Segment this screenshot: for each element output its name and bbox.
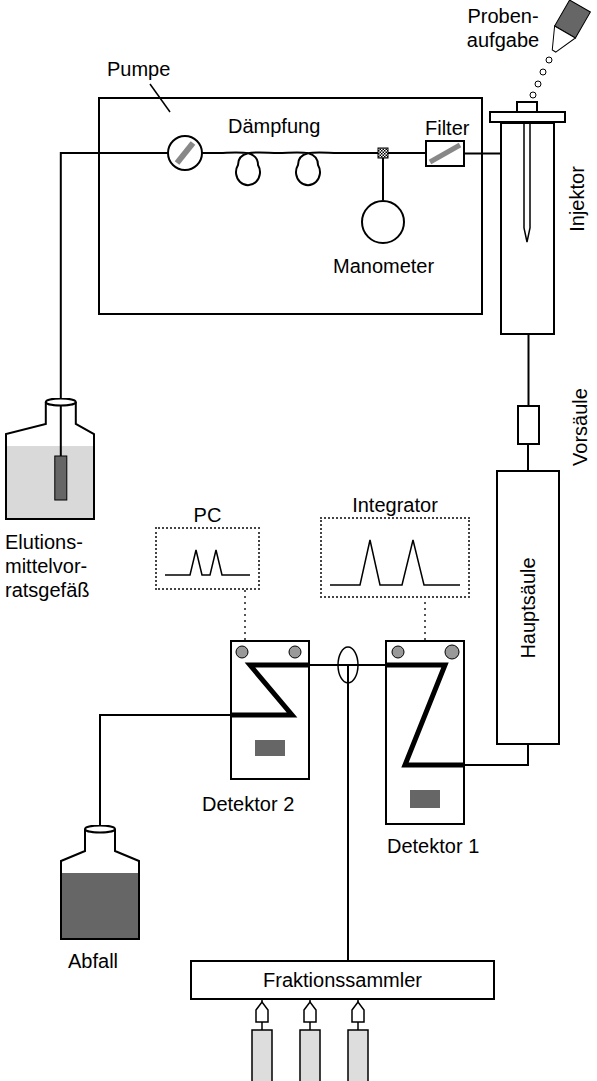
damping-label: Dämpfung xyxy=(228,114,320,138)
injector-body: Injektor xyxy=(500,122,555,335)
label-box: Integrator xyxy=(322,493,468,517)
label-box: Elutions- mittelvor- ratsgefäß xyxy=(5,530,105,602)
injector-cap xyxy=(490,112,565,122)
label-box: Detektor 1 xyxy=(387,834,479,858)
node-label: Injektor xyxy=(566,166,588,232)
bottle-mouth xyxy=(85,826,115,833)
label-box: Pumpe xyxy=(107,57,170,81)
node-label: Integrator xyxy=(352,494,438,516)
drop xyxy=(540,69,546,75)
label-box: Manometer xyxy=(333,254,434,278)
label-box: Hauptsäule xyxy=(516,557,540,658)
capillary-tube xyxy=(528,335,530,405)
filter-element xyxy=(430,145,460,162)
test-tubes xyxy=(252,1000,368,1081)
label-box: Detektor 2 xyxy=(202,792,294,816)
liquid xyxy=(61,873,139,939)
flow-cell xyxy=(385,665,465,765)
bottle-body xyxy=(61,829,139,939)
label-box: Vorsäule xyxy=(568,388,592,466)
sample-inlet-label: Proben- aufgabe xyxy=(458,4,548,52)
damping-coil xyxy=(215,152,378,185)
injector-port xyxy=(517,102,537,112)
node-label: Detektor 2 xyxy=(202,793,294,815)
detector-box: Detektor 2 xyxy=(230,640,310,780)
node-label: Hauptsäule xyxy=(517,557,539,658)
drop xyxy=(546,57,552,63)
waste-bottle: Abfall xyxy=(60,825,140,940)
capillary-tube xyxy=(527,445,529,470)
node-label: PC xyxy=(194,504,222,526)
node-label: Abfall xyxy=(68,950,118,972)
bottle-outline xyxy=(5,398,95,520)
annotation: Dämpfung xyxy=(228,115,320,137)
t-piece xyxy=(378,148,388,158)
knob xyxy=(236,646,248,658)
eluent-bottle: Elutions- mittelvor- ratsgefäß xyxy=(5,398,95,520)
valve-stripe xyxy=(177,143,193,163)
capillary-tube xyxy=(465,745,528,765)
chromatogram xyxy=(165,550,250,575)
node-label: Filter xyxy=(425,117,469,139)
tube xyxy=(98,152,168,154)
pipette xyxy=(544,0,591,57)
label-box: Injektor xyxy=(565,166,589,232)
drop xyxy=(530,92,536,98)
node-label: Manometer xyxy=(333,255,434,277)
detector-box: Detektor 1 xyxy=(385,640,465,825)
signal-cable xyxy=(244,590,246,640)
capillary-tube xyxy=(348,665,385,960)
flow-cell xyxy=(230,665,310,715)
pc-box: PC xyxy=(155,527,260,590)
node-label: Vorsäule xyxy=(569,388,591,466)
bottle-body xyxy=(6,402,94,519)
tube xyxy=(388,152,425,154)
capillary-tube xyxy=(61,153,98,398)
tube xyxy=(202,152,215,154)
label-box: Abfall xyxy=(68,949,118,973)
label-box: Fraktionssammler xyxy=(192,962,493,998)
bottle-mouth xyxy=(46,399,76,406)
liquid xyxy=(6,446,94,519)
knob xyxy=(289,646,301,658)
suction-filter xyxy=(55,456,67,500)
label-box: PC xyxy=(157,503,258,527)
chromatogram xyxy=(330,540,460,585)
fraction-collector: Fraktionssammler xyxy=(190,960,495,1000)
node-label: Pumpe xyxy=(107,58,170,80)
integrator-box: Integrator xyxy=(320,517,470,598)
node-label: Fraktionssammler xyxy=(263,968,422,992)
signal-cable xyxy=(424,598,426,640)
node-label: Detektor 1 xyxy=(387,835,479,857)
manometer-gauge: Manometer xyxy=(361,200,405,244)
tube xyxy=(382,158,384,200)
bottle-outline xyxy=(60,825,140,940)
pump-valve xyxy=(168,136,202,170)
dip-tube xyxy=(60,398,62,456)
label-box: Filter xyxy=(425,116,469,140)
precolumn: Vorsäule xyxy=(517,405,540,445)
injector-needle xyxy=(524,122,530,242)
node-label: Elutions- mittelvor- ratsgefäß xyxy=(5,531,89,601)
filter-box: Filter xyxy=(425,140,465,167)
display xyxy=(410,790,440,808)
annotation: Proben- aufgabe xyxy=(467,5,539,51)
knob xyxy=(445,645,459,659)
main-column: Hauptsäule xyxy=(496,470,560,745)
knob xyxy=(392,646,404,658)
drop xyxy=(535,81,541,87)
display xyxy=(255,740,285,756)
